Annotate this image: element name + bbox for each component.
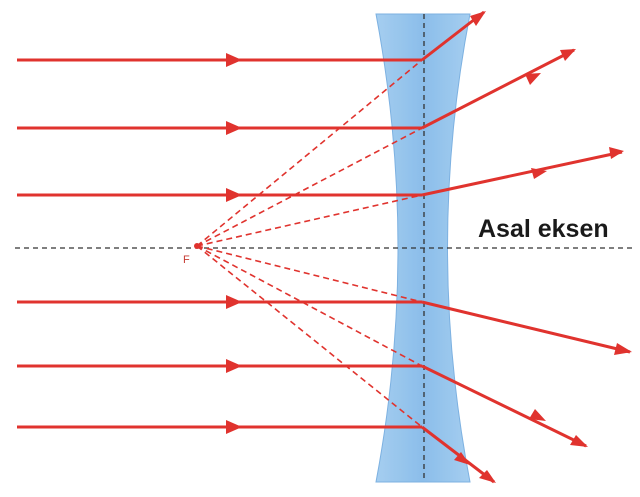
arrow-head (531, 168, 547, 179)
arrow-head (479, 470, 496, 483)
virtual-ray-5 (196, 245, 423, 367)
incoming-rays (17, 58, 422, 429)
incoming-arrowheads (226, 53, 242, 434)
refracted-arrowheads (454, 11, 632, 483)
refracted-ray-3 (421, 150, 623, 197)
refracted-ray-4 (421, 300, 631, 354)
arrow-head (226, 295, 242, 309)
arrow-head (226, 188, 242, 202)
arrow-head (525, 73, 541, 85)
virtual-ray-2 (196, 127, 423, 247)
arrow-head (560, 49, 576, 61)
virtual-ray-4 (196, 245, 423, 303)
arrow-head (226, 121, 242, 135)
virtual-ray-6 (196, 245, 423, 428)
focus-label: F (183, 254, 190, 266)
arrow-head (609, 147, 624, 159)
arrow-head (226, 420, 242, 434)
refracted-ray-2 (421, 48, 575, 130)
arrow-head (470, 11, 486, 26)
refracted-ray-6 (421, 425, 495, 484)
virtual-ray-3 (196, 194, 423, 247)
virtual-ray-1 (196, 59, 423, 247)
axis-label: Asal eksen (476, 214, 611, 244)
arrow-head (226, 359, 242, 373)
arrow-head (570, 435, 588, 447)
arrow-head (529, 409, 546, 421)
arrow-head (226, 53, 242, 67)
arrow-head (614, 343, 632, 355)
refracted-ray-5 (421, 364, 587, 448)
virtual-rays (196, 59, 423, 428)
arrow-head (454, 452, 470, 465)
